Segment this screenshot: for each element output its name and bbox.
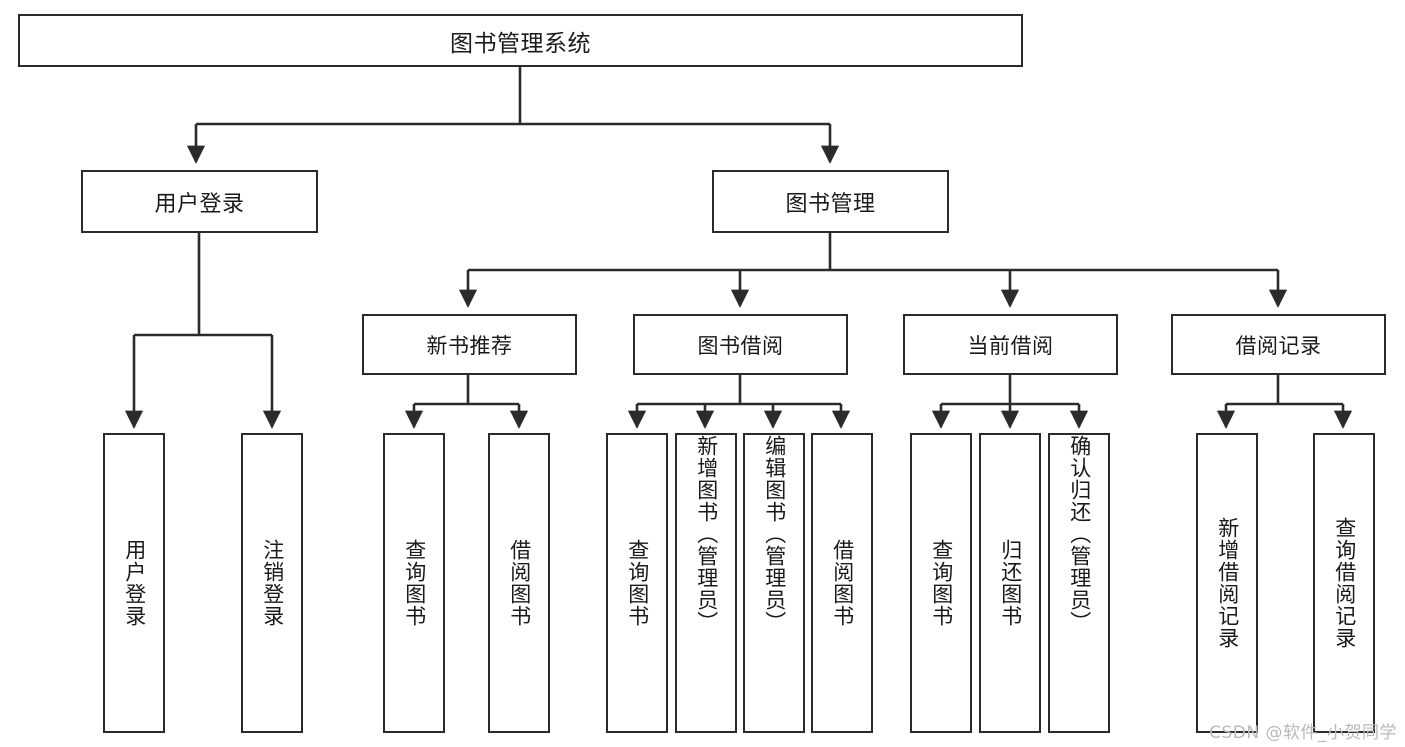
node-user-login-label: 用户登录 — [154, 191, 245, 217]
node-book-borrow-label: 图书借阅 — [697, 333, 784, 358]
node-leaf-current-query-book[interactable]: 查询图书 — [910, 433, 972, 733]
node-leaf-label: 新增借阅记录 — [1215, 517, 1240, 649]
node-current-borrow[interactable]: 当前借阅 — [903, 314, 1118, 375]
node-leaf-label: 查询图书 — [929, 539, 954, 627]
node-leaf-label: 编辑图书（管理员） — [762, 435, 787, 633]
node-leaf-new-book-borrow[interactable]: 借阅图书 — [488, 433, 550, 733]
node-leaf-borrow-add-book-admin[interactable]: 新增图书（管理员） — [675, 433, 737, 733]
node-leaf-label: 借阅图书 — [830, 539, 855, 627]
node-leaf-label: 用户登录 — [122, 539, 147, 627]
node-leaf-record-query-record[interactable]: 查询借阅记录 — [1313, 433, 1375, 733]
node-current-borrow-label: 当前借阅 — [967, 333, 1054, 358]
node-leaf-borrow-query-book[interactable]: 查询图书 — [606, 433, 668, 733]
node-leaf-label: 注销登录 — [260, 539, 285, 627]
node-leaf-new-book-query[interactable]: 查询图书 — [383, 433, 445, 733]
node-user-login[interactable]: 用户登录 — [81, 170, 318, 233]
node-leaf-label: 归还图书 — [998, 539, 1023, 627]
node-leaf-user-login-login[interactable]: 用户登录 — [103, 433, 165, 733]
node-leaf-label: 确认归还（管理员） — [1067, 435, 1092, 633]
node-leaf-user-login-logout[interactable]: 注销登录 — [241, 433, 303, 733]
node-leaf-label: 查询图书 — [402, 539, 427, 627]
node-leaf-label: 查询图书 — [625, 539, 650, 627]
node-borrow-record[interactable]: 借阅记录 — [1171, 314, 1386, 375]
node-leaf-record-add-record[interactable]: 新增借阅记录 — [1196, 433, 1258, 733]
node-leaf-current-confirm-return-admin[interactable]: 确认归还（管理员） — [1048, 433, 1110, 733]
node-new-book-recommend[interactable]: 新书推荐 — [362, 314, 577, 375]
node-leaf-label: 借阅图书 — [507, 539, 532, 627]
node-leaf-label: 新增图书（管理员） — [694, 435, 719, 633]
node-book-borrow[interactable]: 图书借阅 — [633, 314, 848, 375]
node-book-management-label: 图书管理 — [785, 191, 876, 217]
node-leaf-label: 查询借阅记录 — [1332, 517, 1357, 649]
node-book-management[interactable]: 图书管理 — [712, 170, 949, 233]
node-leaf-borrow-edit-book-admin[interactable]: 编辑图书（管理员） — [743, 433, 805, 733]
node-borrow-record-label: 借阅记录 — [1235, 333, 1322, 358]
node-root-label: 图书管理系统 — [450, 30, 591, 57]
node-leaf-borrow-borrow-book[interactable]: 借阅图书 — [811, 433, 873, 733]
csdn-watermark: CSDN @软件_小贺同学 — [1209, 723, 1397, 743]
node-new-book-recommend-label: 新书推荐 — [426, 333, 513, 358]
node-root-book-management-system[interactable]: 图书管理系统 — [18, 14, 1023, 67]
node-leaf-current-return-book[interactable]: 归还图书 — [979, 433, 1041, 733]
